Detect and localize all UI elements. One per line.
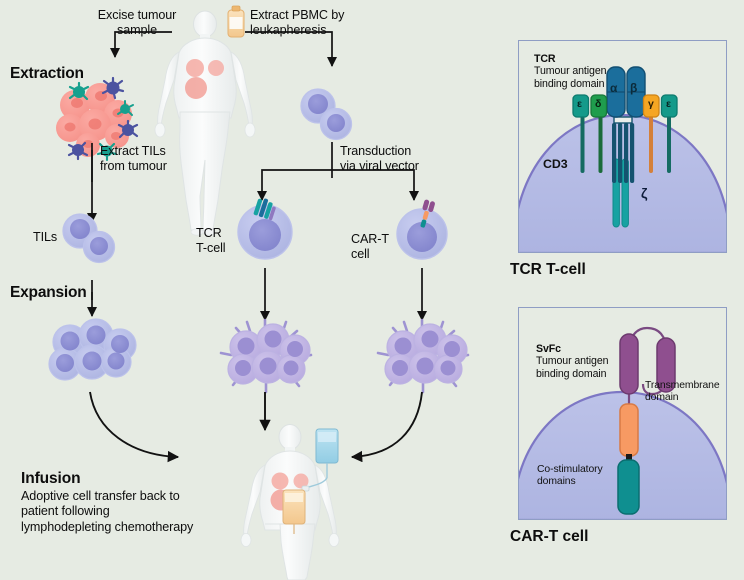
car-panel-caption: CAR-T cell [510,528,589,545]
tcr-panel: TCR Tumour antigen binding domain CD3 α … [518,40,727,253]
tcr-header-title: TCR [534,53,556,65]
tcr-cd3-label: CD3 [543,157,568,171]
step-label-extract-pbmc: Extract PBMC by leukapheresis [250,8,345,37]
tcr-header-subtitle: Tumour antigen binding domain [534,65,607,90]
cd3-delta-box [590,94,608,118]
cell-label-tils: TILs [33,230,58,244]
iv-bag-blue-icon [301,428,339,492]
scfv-domain-right [656,337,676,393]
car-t-cell-graphic [396,199,448,260]
patient-figure-infusion [240,424,340,580]
car-panel: SvFc Tumour antigen binding domain Trans… [518,307,727,520]
car-header-title: SvFc [536,343,561,355]
step-label-extract-tils: Extract TILs from tumour [100,144,167,173]
tils-expansion-cluster [48,318,137,381]
cell-label-tcr-t-cell: TCR T-cell [196,226,226,255]
cd3-gamma-stalk [649,111,653,173]
car-t-expansion-cluster [376,318,470,394]
cell-label-car-t-cell: CAR-T cell [351,232,389,261]
cd3-gamma-box [642,94,660,118]
car-costimulatory-label: Co-stimulatory domains [537,464,603,488]
cd3-epsilon-left-box [572,94,590,118]
cd3-epsilon-right-stalk [667,111,671,173]
car-header-subtitle: Tumour antigen binding domain [536,355,609,380]
car-transmembrane-label: Transmembrane domain [645,380,720,404]
tils-cells [62,213,116,264]
stage-label-extraction: Extraction [10,65,84,82]
tcr-zeta-label: ζ [641,185,648,201]
tcr-gamma-label: γ [648,98,654,110]
transmembrane-domain [619,403,639,457]
stage-label-expansion: Expansion [10,284,87,301]
pbmc-cells [300,88,353,141]
step-label-excise-tumour: Excise tumour sample [97,8,177,37]
collection-bottle-icon [227,5,245,38]
cd3-delta-stalk [598,111,603,173]
iv-bag-orange-icon [282,489,306,534]
infusion-title: Infusion [21,470,81,487]
tcr-beta-label: β [630,81,638,95]
step-label-transduction: Transduction via viral vector [340,144,419,173]
tcr-expansion-cluster [219,318,313,394]
tcr-delta-label: δ [595,98,602,110]
car-panel-graphics [519,326,726,519]
tcr-epsilon-left-label: ε [577,98,582,110]
tcr-epsilon-right-label: ε [666,98,671,110]
tcr-alpha-label: α [610,81,618,95]
workflow-graphics [48,5,470,580]
tumour-cluster [56,76,139,162]
tcr-panel-graphics [519,66,726,252]
costimulatory-domain [617,459,640,515]
cd3-epsilon-left-stalk [580,111,585,173]
cd3-epsilon-right-box [660,94,678,118]
tcr-alpha-beta-domains [606,66,646,118]
tcr-panel-caption: TCR T-cell [510,261,586,278]
infusion-body: Adoptive cell transfer back to patient f… [21,489,194,534]
patient-figure-top [154,5,256,236]
tcr-t-cell-graphic [237,198,293,260]
scfv-domain-left [619,333,639,395]
